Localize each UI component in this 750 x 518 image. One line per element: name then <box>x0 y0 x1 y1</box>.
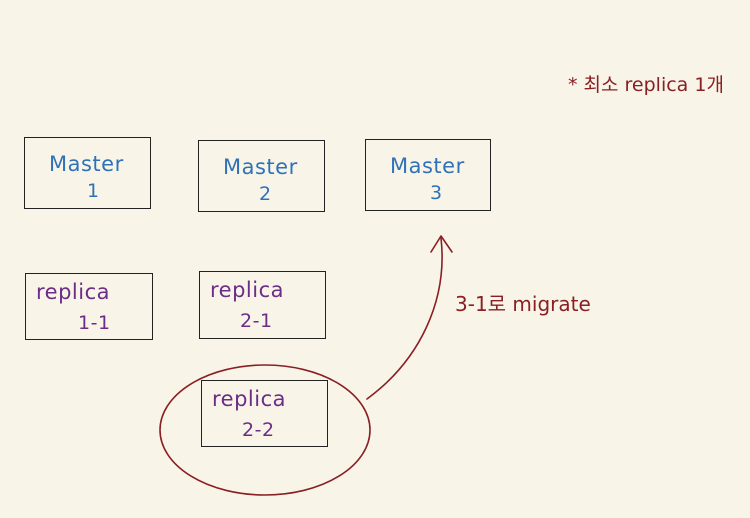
master-node-3: Master 3 <box>365 139 491 211</box>
replica-node-2-1-number: 2-1 <box>240 310 273 332</box>
master-node-3-number: 3 <box>430 182 443 204</box>
replica-2-2-highlight-circle <box>159 364 371 496</box>
master-node-3-label: Master <box>390 154 465 178</box>
migrate-arrowhead <box>430 235 453 253</box>
replica-node-2-1-label: replica <box>210 278 285 302</box>
min-replica-note: * 최소 replica 1개 <box>568 74 724 96</box>
replica-node-1-1: replica 1-1 <box>25 273 153 340</box>
replica-node-1-1-label: replica <box>36 280 111 304</box>
master-node-1-label: Master <box>49 152 124 176</box>
replica-node-1-1-number: 1-1 <box>78 312 111 334</box>
master-node-2-label: Master <box>223 155 298 179</box>
master-node-1: Master 1 <box>24 137 151 209</box>
migrate-arrow-curve <box>366 237 443 400</box>
master-node-2-number: 2 <box>259 183 272 205</box>
replica-node-2-2-label: replica <box>212 387 287 411</box>
migrate-label: 3-1로 migrate <box>455 292 591 316</box>
master-node-2: Master 2 <box>198 140 325 212</box>
replica-node-2-2-number: 2-2 <box>242 419 275 441</box>
replica-node-2-2: replica 2-2 <box>201 380 328 447</box>
master-node-1-number: 1 <box>87 180 100 202</box>
replica-node-2-1: replica 2-1 <box>199 271 326 339</box>
